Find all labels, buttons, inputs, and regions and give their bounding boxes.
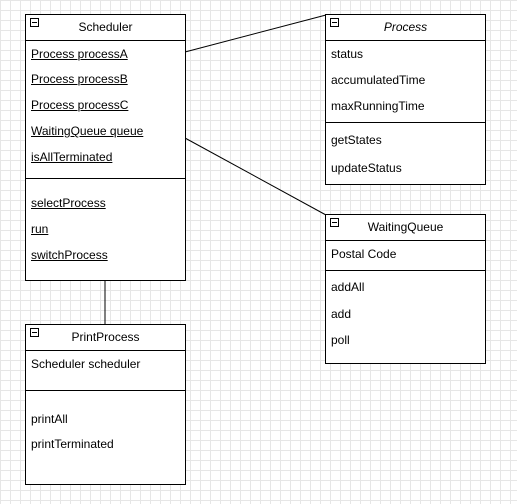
method-get-states: getStates [331,133,382,147]
compartment-divider [26,390,185,391]
class-scheduler[interactable]: Scheduler Process processA Process proce… [25,14,186,281]
method-update-status: updateStatus [331,161,402,175]
class-title: Process [383,20,428,34]
compartment-divider [326,122,485,123]
compartment-divider [326,270,485,271]
class-title: Scheduler [78,20,133,34]
class-header: Process [326,15,485,41]
collapse-icon[interactable] [30,328,39,337]
attribute-process-b: Process processB [31,72,128,86]
attribute-process-c: Process processC [31,98,129,112]
attribute-postal-code: Postal Code [331,247,397,261]
class-header: Scheduler [26,15,185,41]
class-header: WaitingQueue [326,215,485,241]
class-header: PrintProcess [26,325,185,351]
method-print-all: printAll [31,412,68,426]
attribute-is-all-terminated: isAllTerminated [31,150,113,164]
attribute-scheduler: Scheduler scheduler [31,357,141,371]
collapse-icon[interactable] [330,218,339,227]
class-waiting-queue[interactable]: WaitingQueue Postal Code addAll add poll [325,214,486,364]
collapse-icon[interactable] [30,18,39,27]
collapse-icon[interactable] [330,18,339,27]
method-print-terminated: printTerminated [31,437,114,451]
method-select-process: selectProcess [31,196,106,210]
class-process[interactable]: Process status accumulatedTime maxRunnin… [325,14,486,185]
attribute-accumulated-time: accumulatedTime [331,73,426,87]
method-add-all: addAll [331,280,365,294]
association-scheduler-process [184,14,327,53]
method-add: add [331,307,352,321]
attribute-max-running-time: maxRunningTime [331,99,425,113]
compartment-divider [26,178,185,179]
association-scheduler-waitingqueue [184,137,327,216]
class-print-process[interactable]: PrintProcess Scheduler scheduler printAl… [25,324,186,485]
attribute-queue: WaitingQueue queue [31,124,144,138]
class-title: PrintProcess [71,330,140,344]
class-title: WaitingQueue [367,220,444,234]
attribute-process-a: Process processA [31,47,128,61]
method-run: run [31,222,49,236]
method-switch-process: switchProcess [31,248,108,262]
attribute-status: status [331,47,364,61]
method-poll: poll [331,333,350,347]
